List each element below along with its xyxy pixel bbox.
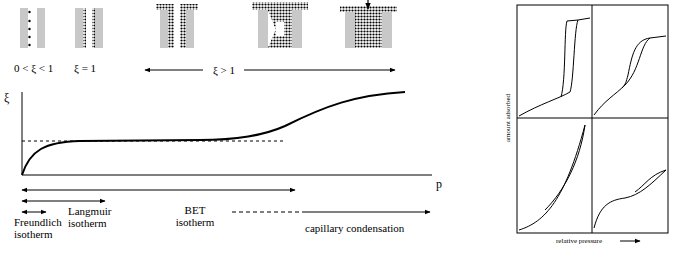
coverage-label: ξ = 1 xyxy=(74,62,114,74)
range-label: Freundlich isotherm xyxy=(14,216,66,240)
range-label: BET isotherm xyxy=(170,204,220,228)
axis-label: ξ xyxy=(4,92,18,105)
axis-label: relative pressure xyxy=(556,237,618,245)
coverage-label: 0 < ξ < 1 xyxy=(14,62,74,74)
pore-filled xyxy=(340,0,397,48)
pore-monolayer xyxy=(75,8,103,48)
coverage-label: ξ > 1 xyxy=(204,64,244,76)
axes xyxy=(22,92,432,175)
pore-neck xyxy=(252,2,308,48)
pore-sparse xyxy=(20,8,45,48)
isotherm-types-panel xyxy=(517,5,668,241)
range-label: Langmuir isotherm xyxy=(68,205,116,229)
range-label: capillary condensation xyxy=(305,222,435,234)
axis-label: p xyxy=(436,178,450,191)
isotherm-curve xyxy=(22,92,405,175)
pore-multilayer xyxy=(156,4,198,48)
axis-label: amount adsorbed xyxy=(504,80,512,156)
